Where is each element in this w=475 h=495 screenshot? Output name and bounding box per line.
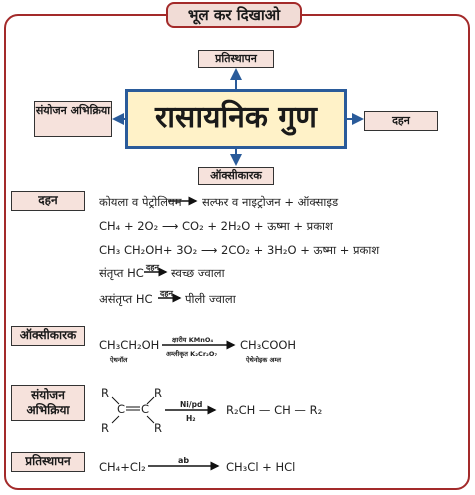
addition-c-left: C	[117, 402, 126, 416]
combustion-line1-left: कोयला व पेट्रोलियम	[99, 195, 182, 209]
combustion-line4-over: दहन	[146, 263, 159, 272]
combustion-line5-left: असंतृप्त HC	[99, 292, 153, 306]
substitution-product: CH₃Cl + HCl	[226, 460, 296, 474]
combustion-line5-over: दहन	[160, 289, 173, 298]
branch-addition: संयोजन अभिक्रिया	[34, 101, 112, 137]
combustion-line4-right: स्वच्छ ज्वाला	[171, 266, 225, 280]
addition-product: R₂CH — CH — R₂	[226, 403, 323, 417]
section-label-oxidizer: ऑक्सीकारक	[11, 326, 85, 346]
oxidizer-over: क्षारीय KMnO₄	[172, 336, 214, 344]
oxidizer-reactant-name: ऐथनॉल	[110, 356, 128, 364]
combustion-line1-right: सल्फर व नाइट्रोजन + ऑक्साइड	[202, 195, 339, 209]
branch-oxidizer: ऑक्सीकारक	[198, 167, 274, 185]
oxidizer-under: अम्लीकृत K₂Cr₂O₇	[166, 350, 218, 358]
addition-r-bottom-right: R	[154, 421, 162, 435]
combustion-line5-right: पीली ज्वाला	[185, 292, 236, 306]
addition-r-top-left: R	[101, 386, 109, 400]
oxidizer-product: CH₃COOH	[240, 338, 297, 352]
combustion-line2: CH₄ + 2O₂ ⟶ CO₂ + 2H₂O + ऊष्मा + प्रकाश	[99, 219, 333, 233]
combustion-line3: CH₃ CH₂OH+ 3O₂ ⟶ 2CO₂ + 3H₂O + ऊष्मा + प…	[99, 243, 380, 257]
branch-combustion: दहन	[364, 111, 438, 131]
addition-r-top-right: R	[154, 386, 162, 400]
addition-c-right: C	[141, 402, 150, 416]
page-title: भूल कर दिखाओ	[166, 2, 302, 28]
addition-under: H₂	[186, 414, 196, 423]
center-node: रासायनिक गुण	[125, 89, 347, 149]
combustion-line4-left: संतृप्त HC	[99, 266, 144, 280]
oxidizer-reactant: CH₃CH₂OH	[99, 338, 160, 352]
oxidizer-product-name: ऐथेनोइक अम्ल	[246, 356, 282, 364]
addition-over: Ni/pd	[180, 400, 203, 409]
substitution-over: ab	[178, 456, 190, 465]
section-label-combustion: दहन	[11, 191, 85, 211]
addition-r-bottom-left: R	[101, 421, 109, 435]
substitution-reactant: CH₄+Cl₂	[99, 460, 146, 474]
section-label-addition: संयोजन अभिक्रिया	[11, 385, 85, 421]
section-label-substitution: प्रतिस्थापन	[11, 452, 85, 472]
branch-substitution: प्रतिस्थापन	[198, 50, 274, 68]
